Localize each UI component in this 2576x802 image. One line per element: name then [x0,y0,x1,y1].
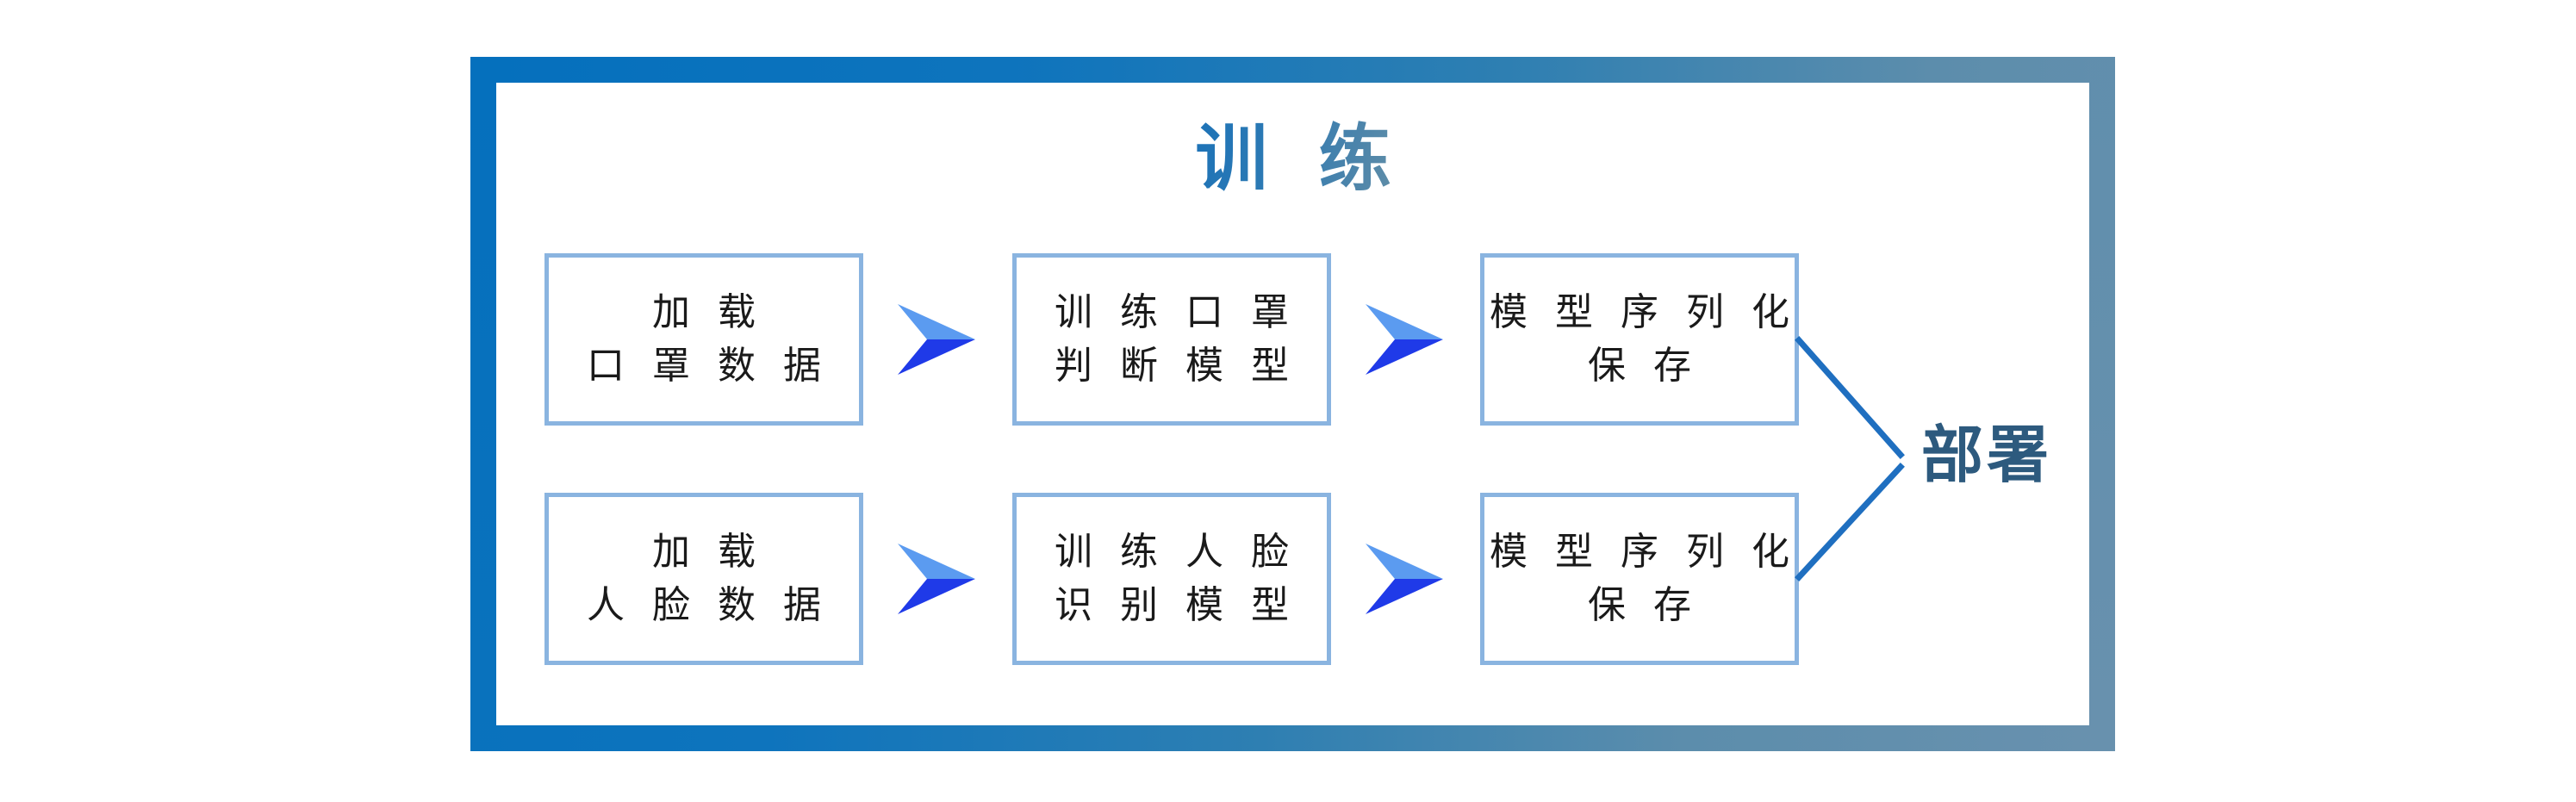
box-line-2: 判 断 模 型 [1055,344,1297,388]
arrow-right-icon [896,302,975,376]
deploy-connector-lines [1795,336,1905,581]
process-box-serialize-face[interactable]: 模 型 序 列 化 保 存 [1480,493,1799,665]
process-box-train-mask[interactable]: 训 练 口 罩 判 断 模 型 [1012,253,1331,426]
box-line-1: 加 载 [652,530,763,574]
page-title: 训 练 [1180,114,1422,203]
box-line-2: 保 存 [1588,583,1699,627]
box-line-2: 口 罩 数 据 [587,344,829,388]
process-box-load-face[interactable]: 加 载 人 脸 数 据 [544,493,863,665]
deploy-label: 部署 [1921,419,2053,491]
box-line-1: 模 型 序 列 化 [1490,530,1797,574]
arrow-right-icon [896,542,975,616]
connector-top [1795,336,1905,459]
box-line-2: 人 脸 数 据 [587,583,829,627]
process-box-load-mask[interactable]: 加 载 口 罩 数 据 [544,253,863,426]
connector-bottom [1795,463,1905,581]
box-line-2: 保 存 [1588,344,1699,388]
arrow-right-icon [1364,542,1443,616]
box-line-1: 模 型 序 列 化 [1490,290,1797,334]
process-box-train-face[interactable]: 训 练 人 脸 识 别 模 型 [1012,493,1331,665]
arrow-right-icon [1364,302,1443,376]
box-line-1: 训 练 人 脸 [1055,530,1297,574]
box-line-1: 训 练 口 罩 [1055,290,1297,334]
process-box-serialize-mask[interactable]: 模 型 序 列 化 保 存 [1480,253,1799,426]
box-line-2: 识 别 模 型 [1055,583,1297,627]
box-line-1: 加 载 [652,290,763,334]
